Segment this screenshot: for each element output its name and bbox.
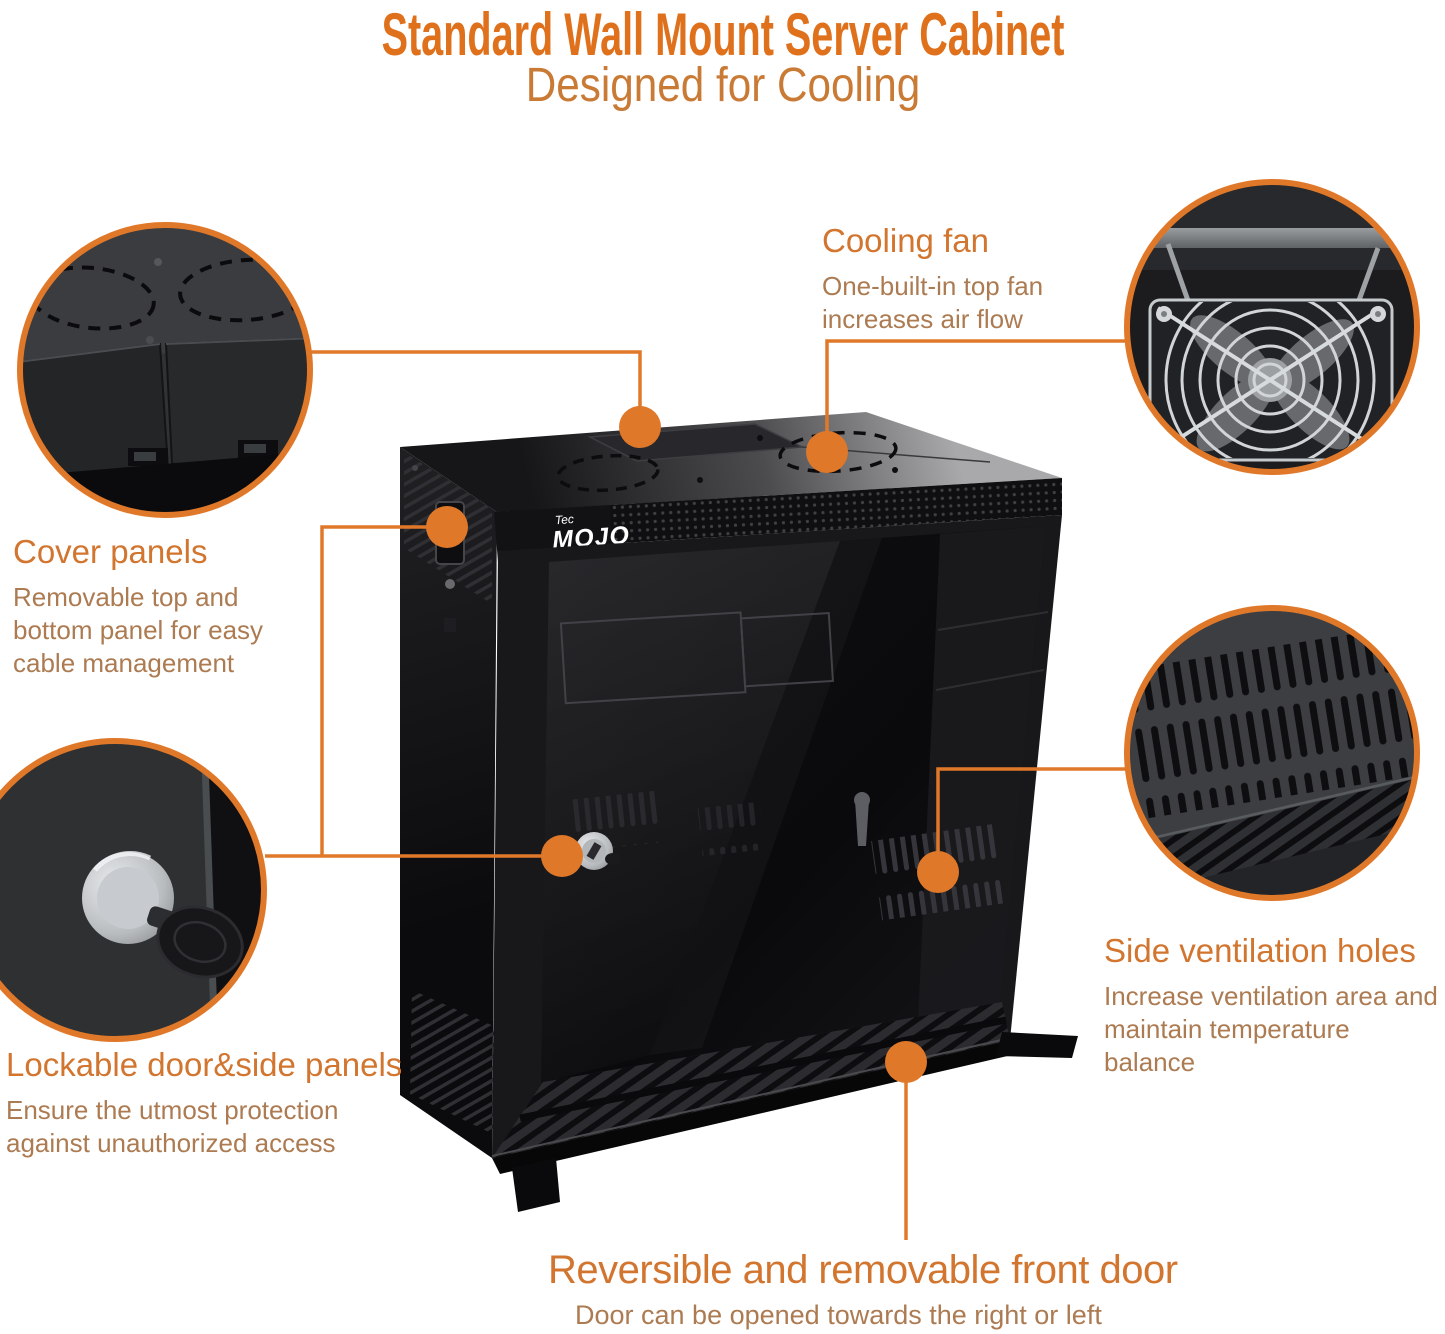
page-subtitle: Designed for Cooling [525, 59, 920, 112]
connector-side-vents [936, 767, 1128, 868]
inset-lock [0, 738, 267, 1042]
callout-front-door-body: Door can be opened towards the right or … [575, 1300, 1102, 1330]
callout-side-ventilation-body: Increase ventilation area and maintain t… [1104, 981, 1438, 1077]
connector-cooling-fan [825, 339, 1127, 446]
callout-front-door: Reversible and removable front door Door… [548, 1248, 1178, 1332]
inset-ring-cooling-fan [1124, 179, 1420, 475]
dot-door-lock [541, 835, 583, 877]
inset-ring-side-ventilation [1124, 605, 1420, 901]
cable-entry-cutout [559, 611, 834, 705]
callout-cooling-fan: Cooling fan One-built-in top fan increas… [822, 222, 1043, 336]
callout-lockable-body: Ensure the utmost protection against una… [6, 1095, 339, 1158]
callout-dots [426, 406, 959, 1083]
dot-side-vents [917, 851, 959, 893]
page-title: Standard Wall Mount Server Cabinet [381, 1, 1064, 68]
callout-side-ventilation: Side ventilation holes Increase ventilat… [1104, 932, 1445, 1079]
cabinet: Tec MOJO [400, 412, 1078, 1212]
callout-cover-panels-body: Removable top and bottom panel for easy … [13, 582, 264, 678]
top-fan-cutout-right [778, 430, 898, 474]
door-lock [575, 832, 621, 870]
inset-cooling-fan [1124, 179, 1420, 475]
inset-ring-cover-panels [17, 222, 313, 518]
callout-side-ventilation-title: Side ventilation holes [1104, 932, 1416, 969]
inset-cover-panels [17, 222, 313, 518]
connector-locks [265, 525, 562, 858]
lock-cylinder [82, 851, 244, 979]
dot-cover-panels [619, 406, 661, 448]
dot-side-latch [426, 506, 468, 548]
dot-cooling-fan [806, 431, 848, 473]
callout-cooling-fan-body: One-built-in top fan increases air flow [822, 271, 1044, 334]
callout-lockable-title: Lockable door&side panels [6, 1046, 403, 1083]
callout-cooling-fan-title: Cooling fan [822, 222, 989, 259]
brand-logo-small: Tec [554, 512, 574, 527]
callout-cover-panels: Cover panels Removable top and bottom pa… [13, 533, 263, 680]
callout-cover-panels-title: Cover panels [13, 533, 208, 570]
callout-front-door-title: Reversible and removable front door [548, 1248, 1178, 1292]
dot-front-door [885, 1041, 927, 1083]
callout-lockable: Lockable door&side panels Ensure the utm… [6, 1046, 402, 1160]
inset-side-ventilation [1124, 605, 1420, 901]
callout-connectors [265, 339, 1128, 1240]
cabinet-front-door [491, 515, 1062, 1158]
mount-keyhole-slot [854, 792, 870, 846]
connector-cover-panels [305, 350, 642, 420]
door-bottom-vent-band [491, 1002, 1011, 1158]
cabinet-base [492, 1032, 1078, 1212]
inset-ring-lock [0, 738, 267, 1042]
top-fan-cutout-left [556, 453, 660, 493]
